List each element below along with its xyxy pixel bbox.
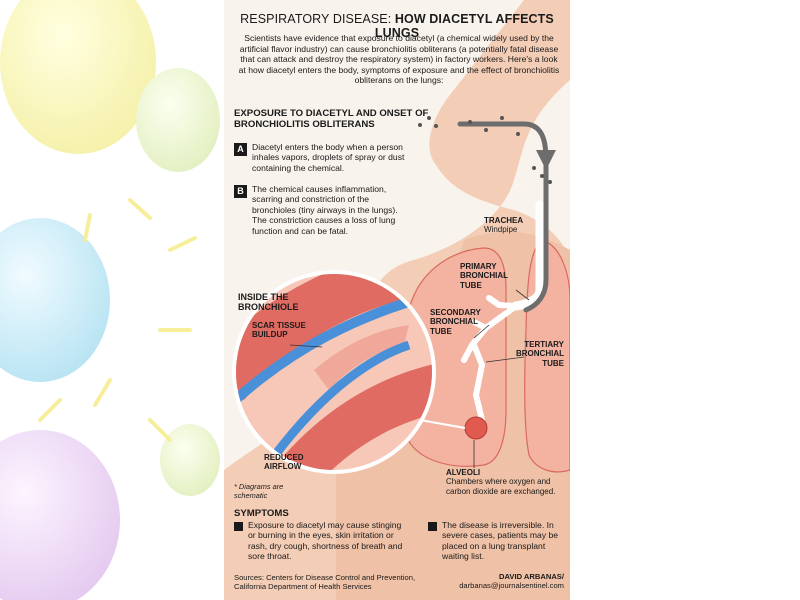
primary-bronchial-label: PRIMARY BRONCHIAL TUBE	[460, 262, 508, 290]
scar-tissue-label: SCAR TISSUE BUILDUP	[252, 321, 306, 340]
airflow-blue-arrow	[260, 340, 411, 470]
sources-text: Sources: Centers for Disease Control and…	[234, 573, 416, 591]
exposure-heading: EXPOSURE TO DIACETYL AND ONSET OF BRONCH…	[234, 108, 429, 130]
airflow-arrowhead	[536, 150, 556, 170]
magnifier-connector	[419, 419, 466, 429]
inside-bronchiole-label: INSIDE THE BRONCHIOLE	[238, 292, 299, 312]
balloon-yellow	[0, 0, 156, 154]
credit-block: DAVID ARBANAS/darbanas@journalsentinel.c…	[459, 572, 564, 590]
sun-rays	[38, 198, 197, 442]
tertiary-bronchial-label: TERTIARY BRONCHIAL TUBE	[516, 340, 564, 368]
alveoli-cluster	[464, 416, 488, 440]
step-b-badge: B	[234, 185, 247, 198]
step-b-text: The chemical causes inflammation, scarri…	[252, 184, 398, 236]
balloon-purple	[0, 430, 120, 600]
diacetyl-particles	[418, 116, 552, 184]
symptom-text-1: Exposure to diacetyl may cause stinging …	[248, 520, 403, 562]
infographic-title: RESPIRATORY DISEASE: HOW DIACETYL AFFECT…	[240, 12, 554, 40]
schematic-note: * Diagrams are schematic	[234, 482, 284, 500]
intro-paragraph: Scientists have evidence that exposure t…	[238, 33, 560, 86]
symptom-bullet-2	[428, 522, 437, 531]
step-a-text: Diacetyl enters the body when a person i…	[252, 142, 405, 173]
secondary-bronchial-label: SECONDARY BRONCHIAL TUBE	[430, 308, 481, 336]
balloon-green	[136, 68, 220, 496]
symptom-text-2: The disease is irreversible. In severe c…	[442, 520, 559, 562]
symptom-bullet-1	[234, 522, 243, 531]
anatomy-illustration	[224, 0, 570, 600]
balloon-blue	[0, 218, 110, 382]
leader-lines	[289, 289, 530, 468]
infographic-panel: RESPIRATORY DISEASE: HOW DIACETYL AFFECT…	[224, 0, 570, 600]
scar-tissue	[314, 325, 409, 390]
symptoms-heading: SYMPTOMS	[234, 508, 289, 519]
reduced-airflow-label: REDUCED AIRFLOW	[264, 453, 304, 472]
step-a-badge: A	[234, 143, 247, 156]
